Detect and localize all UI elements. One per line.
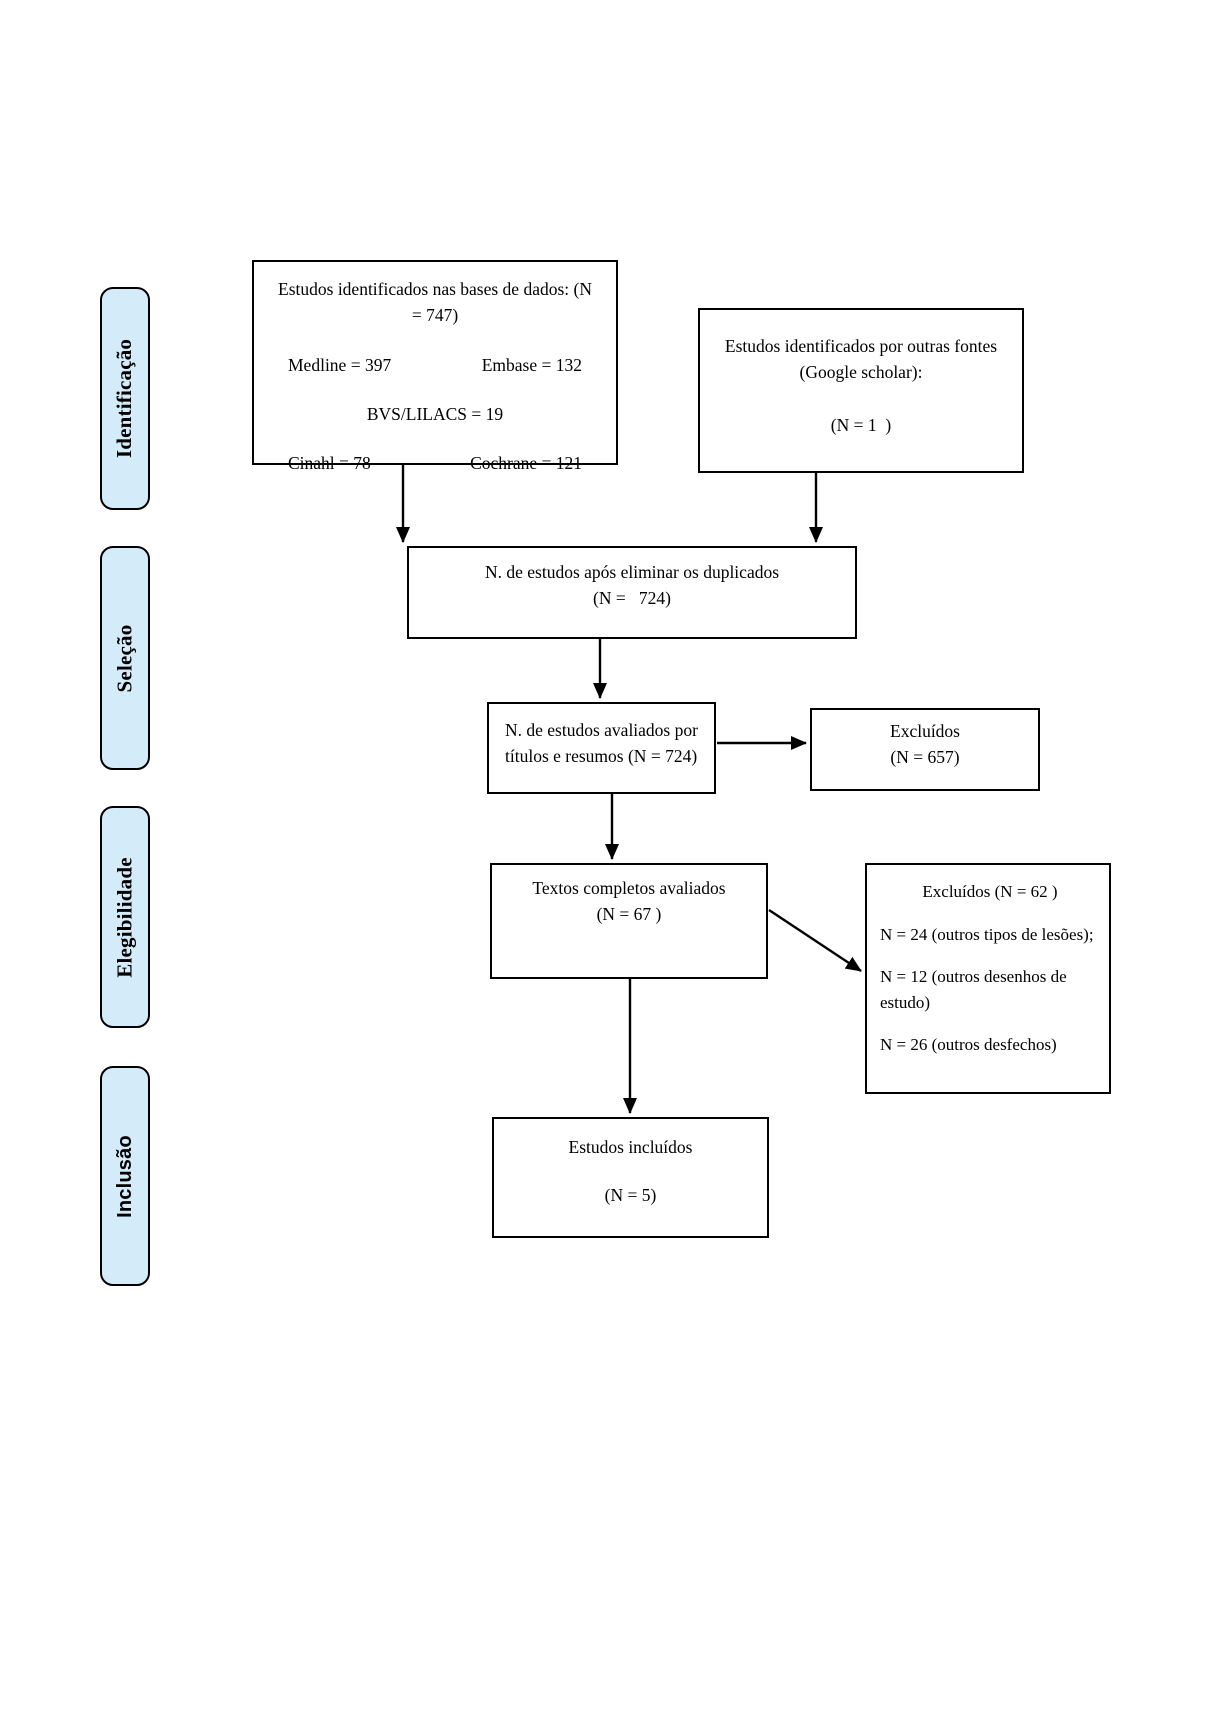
other-sources-line1: Estudos identificados por outras fontes [724,336,998,356]
included-count: (N = 5) [604,1185,657,1206]
other-sources-line2: (Google scholar): [799,362,923,383]
databases-title-line1: Estudos identificados nas bases de dados… [278,279,592,299]
box-included: Estudos incluídos (N = 5) [492,1117,769,1238]
excluded-title-abstract-count: (N = 657) [890,747,960,768]
stage-eligibility-label: Elegibilidade [112,856,137,978]
full-text-count: (N = 67 ) [596,904,662,925]
title-abstract-line1: N. de estudos avaliados por [505,720,698,740]
databases-embase: Embase = 132 [481,354,582,375]
box-databases: Estudos identificados nas bases de dados… [252,260,618,473]
stage-screening-label: Seleção [112,624,137,692]
databases-cinahl: Cinahl = 78 [288,453,371,473]
deduplicated-count: (N = 724) [593,588,671,609]
excluded-full-text-title: Excluídos (N = 62 ) [922,882,1058,901]
box-title-abstract-screening: N. de estudos avaliados por títulos e re… [487,702,716,794]
databases-bvs-lilacs: BVS/LILACS = 19 [366,403,504,424]
included-label: Estudos incluídos [568,1137,693,1157]
databases-medline: Medline = 397 [288,354,392,375]
box-full-text: Textos completos avaliados (N = 67 ) [490,863,768,979]
stage-eligibility: Elegibilidade [100,806,150,1028]
stage-screening: Seleção [100,546,150,770]
excluded-reason-outcomes: N = 26 (outros desfechos) [880,1035,1057,1054]
stage-identification: Identificação [100,287,150,510]
deduplicated-line1: N. de estudos após eliminar os duplicado… [484,562,780,582]
databases-title-line2: = 747) [411,305,459,326]
other-sources-count: (N = 1 ) [830,414,892,435]
excluded-title-abstract-label: Excluídos [890,721,960,741]
arrow-fulltext-to-excluded [768,908,862,973]
box-other-sources: Estudos identificados por outras fontes … [698,308,1024,473]
excluded-reason-lesions: N = 24 (outros tipos de lesões); [880,924,1094,944]
full-text-line1: Textos completos avaliados [532,878,726,898]
title-abstract-line2: títulos e resumos (N = 724) [505,746,698,767]
box-deduplicated: N. de estudos após eliminar os duplicado… [407,546,857,639]
stage-identification-label: Identificação [112,338,137,459]
excluded-reason-designs: N = 12 (outros desenhos de estudo) [880,967,1071,1012]
stage-inclusion: Inclusão [100,1066,150,1286]
box-excluded-full-text: Excluídos (N = 62 ) N = 24 (outros tipos… [865,863,1111,1094]
box-excluded-title-abstract: Excluídos (N = 657) [810,708,1040,791]
stage-inclusion-label: Inclusão [113,1134,136,1218]
databases-cochrane: Cochrane = 121 [470,453,582,473]
